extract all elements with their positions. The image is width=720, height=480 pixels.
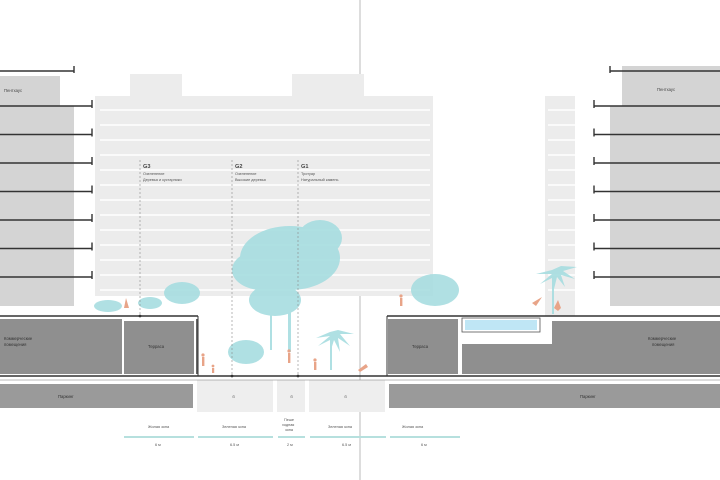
callout-g3-code: G3 — [143, 164, 150, 170]
utility-icon-1: ⊙ — [232, 395, 235, 399]
callout-g1: G1 Тротуар Натуральный камень — [301, 164, 339, 182]
commercial-right-label-2: помещения — [652, 342, 674, 347]
penthouse-right-label: Пентхаус — [657, 87, 675, 92]
penthouse-left-label: Пентхаус — [4, 88, 22, 93]
parking-level — [0, 379, 720, 412]
zone-1-width: 6 м — [155, 443, 161, 447]
zone-3-name-2: ходная — [282, 423, 294, 427]
zone-1-name: Жилая зона — [148, 425, 170, 429]
zone-3-width: 2 м — [287, 443, 293, 447]
callout-g3-line1: Озеленение — [143, 172, 165, 176]
callout-g1-line2: Натуральный камень — [301, 178, 339, 182]
callout-g2-code: G2 — [235, 164, 242, 170]
utility-icon-2: ⊙ — [290, 395, 293, 399]
zone-3-name-3: зона — [285, 428, 294, 432]
zone-2-name: Зеленая зона — [222, 425, 247, 429]
zone-4-width: 6.5 м — [342, 443, 351, 447]
callout-g3: G3 Озеленение Деревья и кустарники — [143, 164, 182, 182]
callout-g1-code: G1 — [301, 164, 308, 170]
callout-g1-line1: Тротуар — [301, 172, 315, 176]
right-tower-floor-lines — [593, 66, 720, 279]
commercial-right-label-1: Коммерческие — [648, 336, 677, 341]
zone-4-name: Зеленая зона — [328, 425, 353, 429]
commercial-left-label-1: Коммерческие — [4, 336, 33, 341]
utility-icon-3: ⊙ — [344, 395, 347, 399]
zone-5-width: 6 м — [421, 443, 427, 447]
right-tower — [610, 66, 720, 306]
callout-g3-line2: Деревья и кустарники — [143, 178, 182, 182]
callout-g2: G2 Озеленение Высокие деревья — [235, 164, 266, 182]
zone-3-name-1: Пеше — [284, 418, 294, 422]
zone-2-width: 6.5 м — [230, 443, 239, 447]
podium — [0, 315, 720, 377]
parking-right-label: Паркинг — [580, 394, 596, 399]
callout-g2-line2: Высокие деревья — [235, 178, 266, 182]
terrace-right-label: Терраса — [412, 344, 429, 349]
left-tower-floor-lines — [0, 66, 93, 279]
zone-widths: 6 м 6.5 м 2 м 6.5 м 6 м — [155, 443, 427, 447]
callout-leaders — [139, 160, 299, 376]
zone-5-name: Жилая зона — [402, 425, 424, 429]
terrace-left-label: Терраса — [148, 344, 165, 349]
left-tower — [0, 76, 74, 306]
zone-labels: Жилая зона Зеленая зона Пеше ходная зона… — [148, 418, 424, 432]
callout-g2-line1: Озеленение — [235, 172, 257, 176]
commercial-left-label-2: помещения — [4, 342, 26, 347]
trees — [94, 220, 577, 370]
people-figures — [124, 294, 561, 373]
parking-left-label: Паркинг — [58, 394, 74, 399]
